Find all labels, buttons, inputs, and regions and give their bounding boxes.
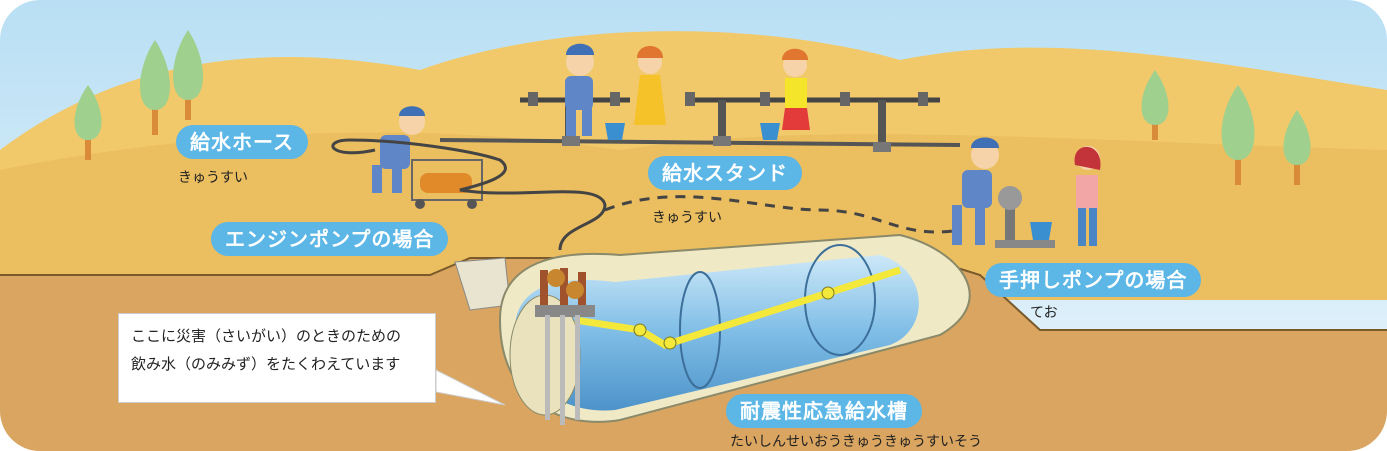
water-stand (439, 92, 961, 152)
ruby-water-hose: きゅうすい (178, 170, 248, 186)
label-tank: 耐震性応急給水槽 (726, 394, 922, 428)
ruby-tank: たいしんせいおうきゅうきゅうすいそう (730, 434, 982, 450)
note-line-2: 飲み水（のみみず）をたくわえています (131, 355, 401, 373)
ruby-hand-pump: てお (1030, 305, 1058, 321)
person-worker-hand-pump (952, 137, 999, 245)
label-engine-pump: エンジンポンプの場合 (211, 222, 449, 256)
trees-left (74, 30, 203, 160)
person-child-2 (782, 48, 810, 130)
water-tank (498, 233, 971, 425)
note-line-1: ここに災害（さいがい）のときのための (131, 327, 402, 345)
note-tail (435, 369, 506, 406)
hose-engine (331, 138, 607, 251)
label-water-hose: 給水ホース (176, 125, 308, 159)
hose-hand-pump (604, 195, 961, 234)
ruby-water-stand: きゅうすい (652, 210, 722, 226)
person-child-1 (634, 46, 666, 125)
person-worker-stand (565, 43, 594, 136)
label-hand-pump: 手押しポンプの場合 (985, 263, 1202, 297)
hand-pump (995, 186, 1055, 248)
label-water-stand: 給水スタンド (648, 156, 802, 190)
note-box: ここに災害（さいがい）のときのための 飲み水（のみみず）をたくわえています (118, 313, 436, 403)
hill-back (0, 132, 1387, 300)
person-woman (1074, 146, 1101, 246)
engine-pump-cart (411, 159, 483, 209)
trees-right (1141, 70, 1311, 185)
